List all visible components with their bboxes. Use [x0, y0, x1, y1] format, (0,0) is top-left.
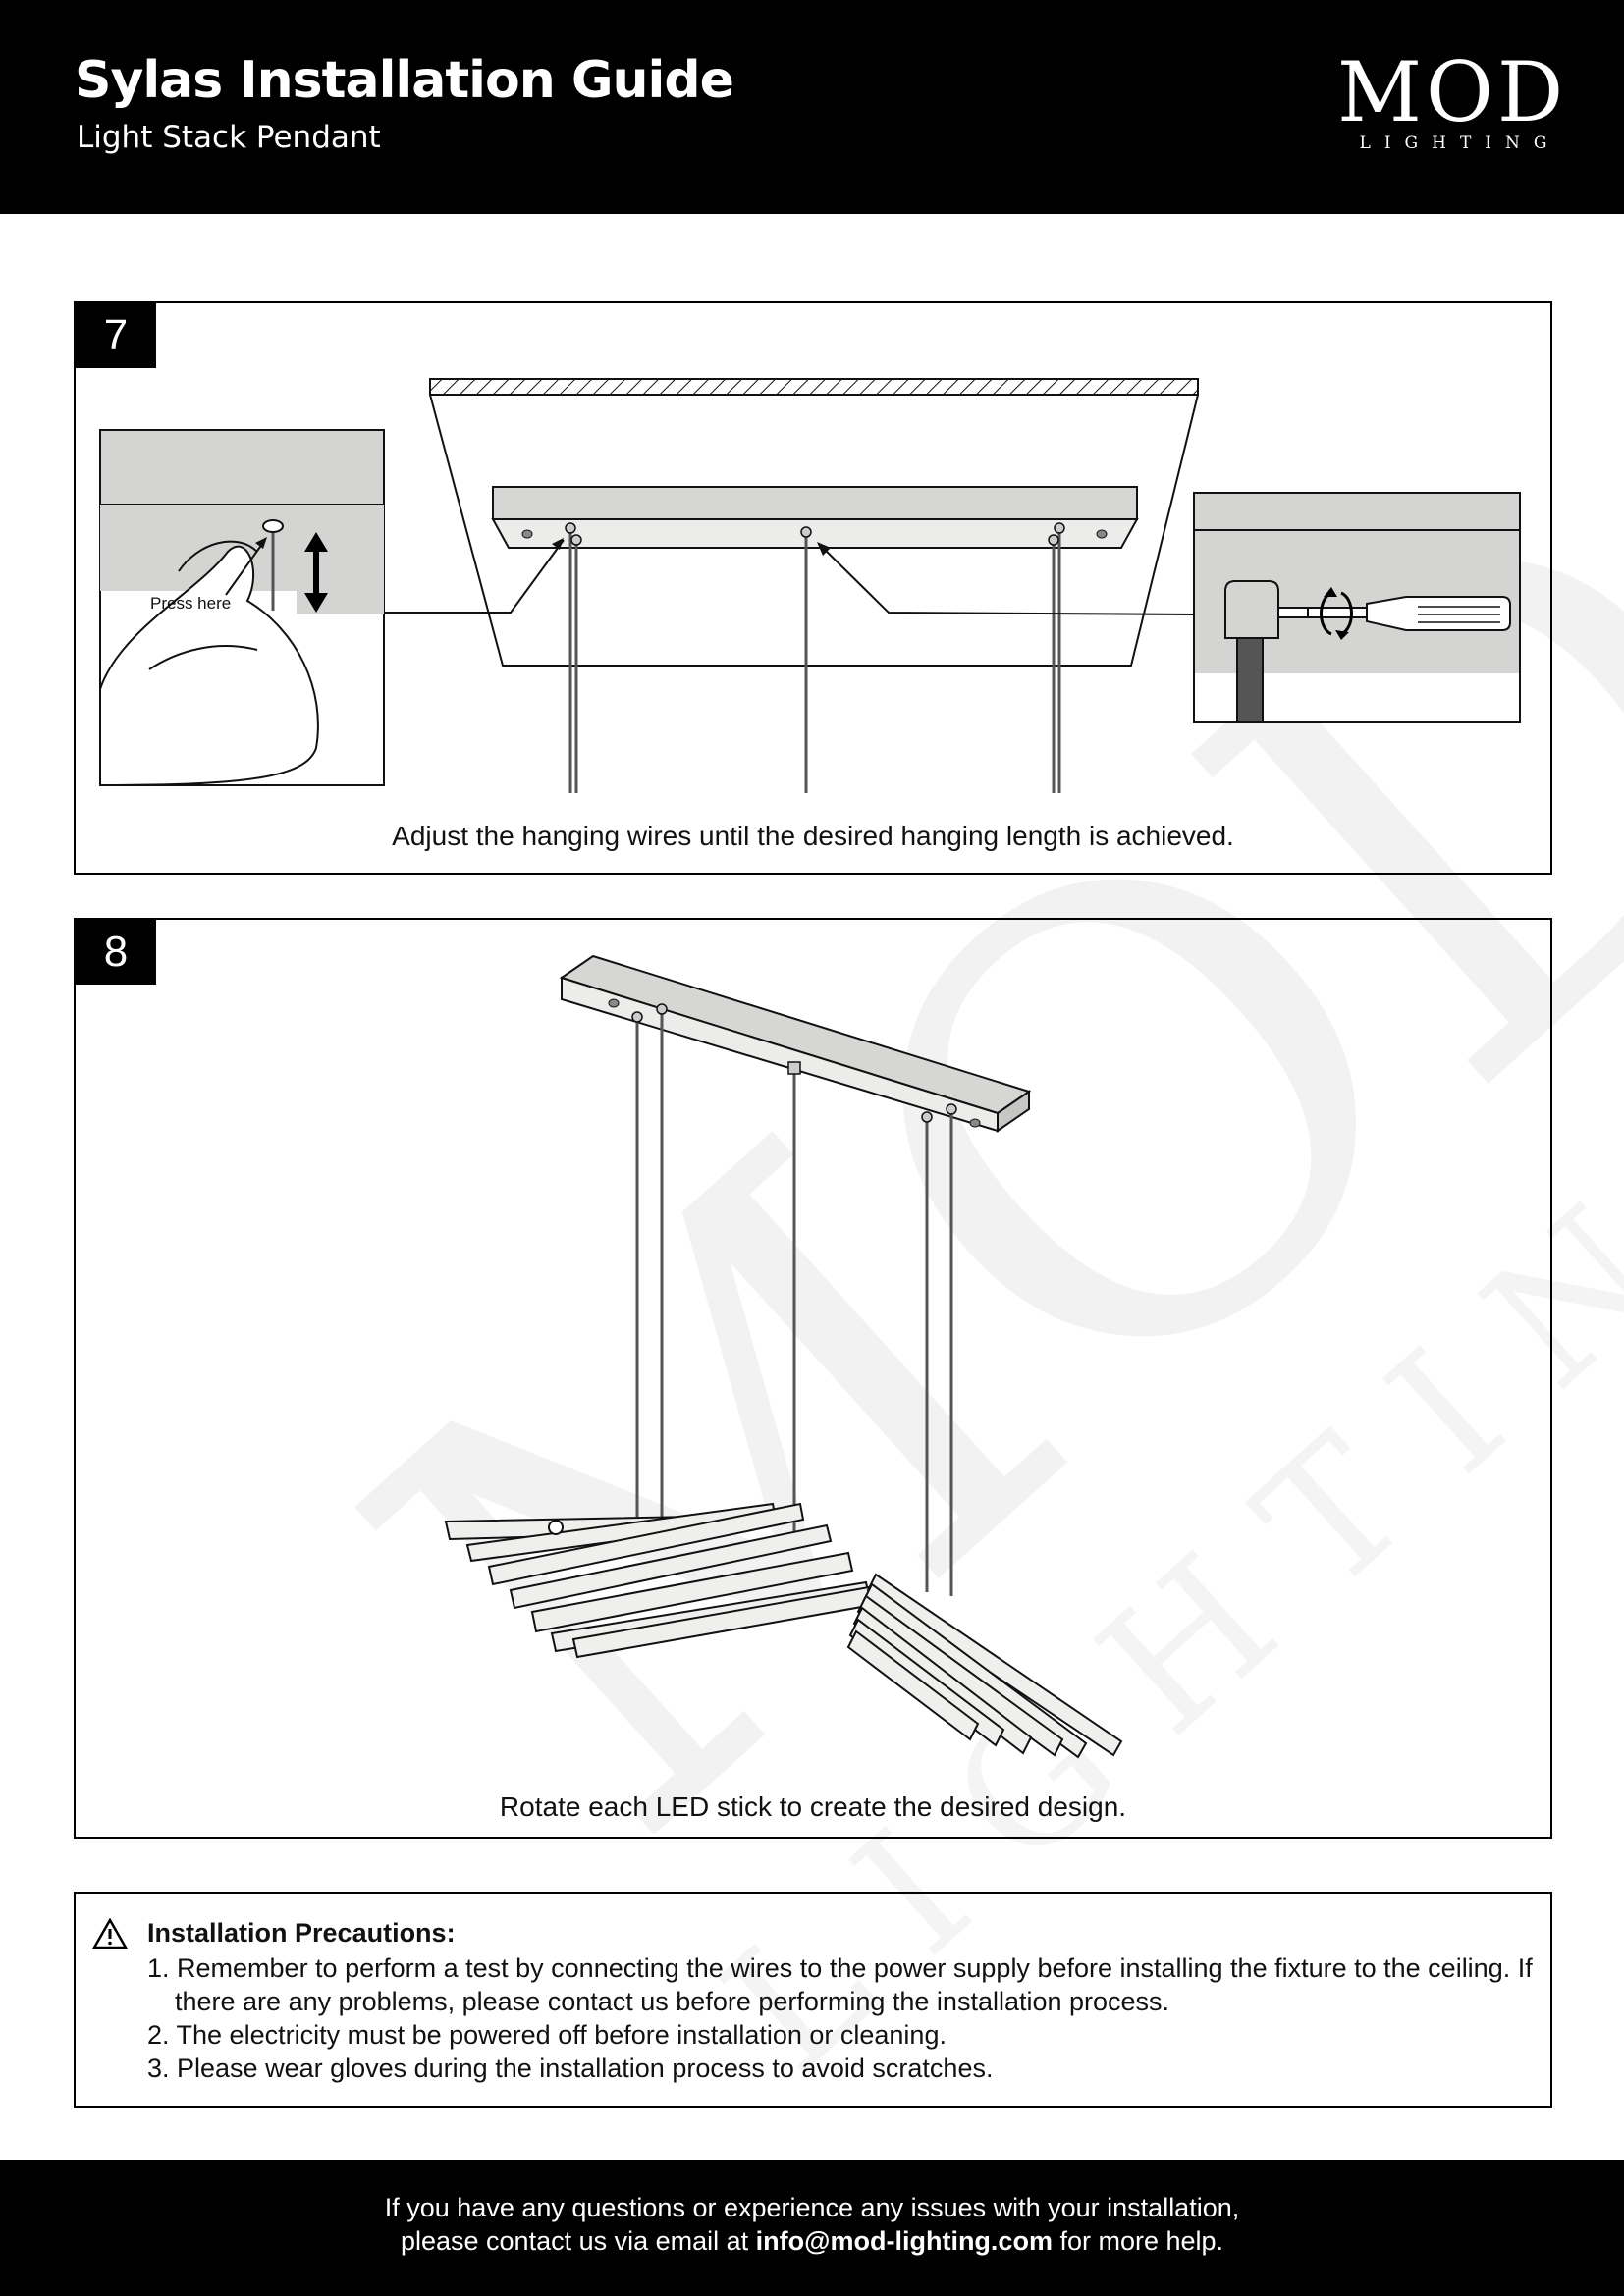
step-8-number: 8: [76, 920, 156, 985]
press-inset: [99, 429, 385, 787]
ceiling: [429, 378, 1199, 396]
precautions-list: 1. Remember to perform a test by connect…: [147, 1951, 1542, 2085]
support-email-link[interactable]: info@mod-lighting.com: [755, 2226, 1053, 2256]
precaution-item: 2. The electricity must be powered off b…: [147, 2020, 947, 2050]
step-8-panel: 8: [74, 918, 1552, 1839]
step-8-illustration: [444, 954, 1123, 1759]
warning-triangle-icon: [92, 1918, 128, 1949]
precautions-title: Installation Precautions:: [147, 1918, 456, 1948]
press-here-label: Press here: [150, 594, 232, 613]
screwdriver-icon: [1277, 596, 1511, 631]
double-arrow-icon: [304, 532, 328, 613]
led-sticks: [444, 1502, 1123, 1759]
step-7-illustration: [99, 378, 1521, 793]
footer-line-2-prefix: please contact us via email at: [400, 2226, 756, 2256]
page-footer: If you have any questions or experience …: [0, 2160, 1624, 2296]
page-header: Sylas Installation Guide Light Stack Pen…: [0, 0, 1624, 214]
footer-line-1: If you have any questions or experience …: [384, 2193, 1240, 2222]
brand-logo-sub: LIGHTING: [1359, 133, 1561, 153]
step-8-caption: Rotate each LED stick to create the desi…: [499, 1791, 1127, 1822]
step-7-number: 7: [76, 303, 156, 368]
precautions-panel: [74, 1892, 1552, 2108]
footer-line-2-suffix: for more help.: [1052, 2226, 1224, 2256]
zoom-outline: [429, 394, 1199, 667]
footer-line-2: please contact us via email at info@mod-…: [0, 2224, 1624, 2258]
precaution-item: 3. Please wear gloves during the install…: [147, 2054, 994, 2083]
brand-logo-main: MOD: [1337, 44, 1568, 140]
canopy-front: [491, 518, 1139, 549]
canopy-front: [561, 976, 999, 1133]
step-7-panel: 7: [74, 301, 1552, 875]
canopy-top: [492, 486, 1138, 520]
page-title: Sylas Installation Guide: [75, 51, 734, 110]
step-7-caption: Adjust the hanging wires until the desir…: [392, 821, 1234, 851]
rotate-icon: [1320, 587, 1353, 640]
page-subtitle: Light Stack Pendant: [77, 120, 381, 155]
screwdriver-inset: [1193, 492, 1521, 723]
precaution-item: 1. Remember to perform a test by connect…: [147, 1953, 1533, 2016]
